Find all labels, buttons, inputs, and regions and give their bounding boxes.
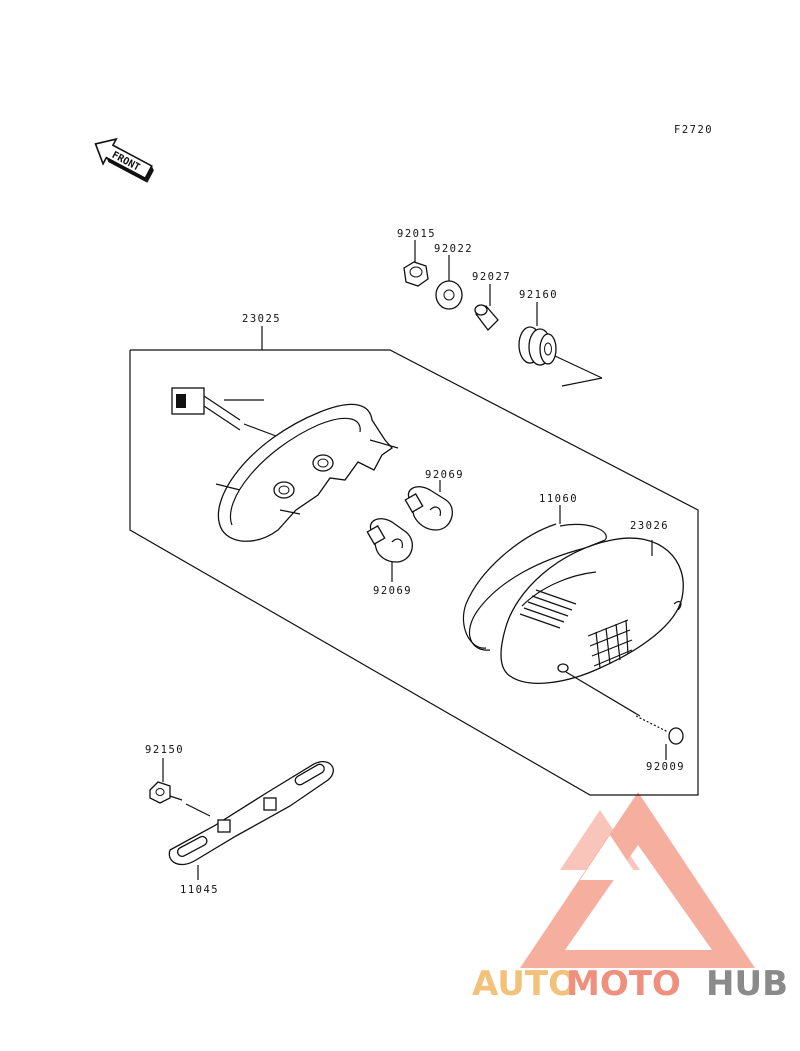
part-label-11045: 11045 <box>180 884 219 896</box>
part-label-92009: 92009 <box>646 761 685 773</box>
part-label-92069-bottom: 92069 <box>373 585 412 597</box>
watermark-logo <box>520 792 755 968</box>
part-label-92150: 92150 <box>145 744 184 756</box>
watermark-auto: AUTO <box>472 964 577 1004</box>
figure-code: F2720 <box>674 124 713 136</box>
bulb-92069-bottom <box>366 518 413 582</box>
part-label-23025: 23025 <box>242 313 281 325</box>
part-label-23026: 23026 <box>630 520 669 532</box>
bulb-92069-top <box>404 480 453 531</box>
watermark-moto: MOTO <box>566 964 681 1004</box>
washer-92022 <box>435 255 463 310</box>
gasket-11060 <box>462 505 607 651</box>
part-label-92022: 92022 <box>434 243 473 255</box>
part-label-92027: 92027 <box>472 271 511 283</box>
collar-92027 <box>474 284 499 331</box>
watermark-hub: HUB <box>706 964 788 1004</box>
taillight-housing-23025 <box>171 387 399 542</box>
part-label-92069-top: 92069 <box>425 469 464 481</box>
part-label-92160: 92160 <box>519 289 558 301</box>
bolt-92150 <box>149 758 211 817</box>
screw-92009 <box>565 671 684 760</box>
assembly-boundary <box>129 349 699 796</box>
grommet-92160 <box>518 302 603 387</box>
watermark-text: AUTO MOTO HUB <box>472 964 788 1004</box>
part-label-92015: 92015 <box>397 228 436 240</box>
lens-grid <box>587 619 633 669</box>
nut-92015 <box>403 240 429 287</box>
bracket-11045 <box>168 761 334 880</box>
front-arrow: FRONT <box>94 137 154 183</box>
part-label-11060: 11060 <box>539 493 578 505</box>
lens-23026 <box>500 537 684 684</box>
lens-reflector-lines <box>519 589 577 629</box>
